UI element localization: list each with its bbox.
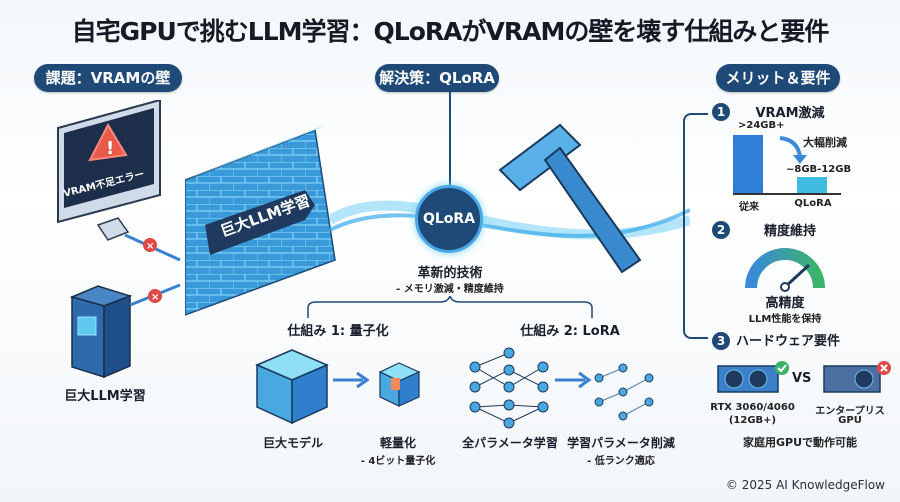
gauge-icon [745, 248, 825, 292]
hammer-icon [498, 123, 642, 274]
reduced-param-sub: - 低ランク適応 [587, 456, 655, 467]
vs-label: VS [792, 371, 812, 386]
chart-label-before: >24GB+ [738, 120, 785, 131]
arrow-right-icon [333, 371, 370, 389]
problem-section-pill: 課題：VRAMの壁 [34, 64, 182, 92]
merit-title-2: 精度維持 [763, 224, 816, 239]
blocked-icon [148, 289, 162, 303]
merit-number-3: 3 [712, 332, 730, 350]
connector-line [449, 92, 451, 192]
consumer-gpu-icon [717, 361, 789, 393]
enterprise-gpu-label: エンタープリス [815, 406, 885, 417]
arrow-right-icon [555, 371, 592, 389]
svg-text:!: ! [106, 138, 114, 159]
large-cube-icon [255, 349, 329, 425]
lightweight-label: 軽量化 [379, 436, 416, 450]
brace-connector [307, 296, 593, 318]
server-label: 巨大LLM学習 [64, 389, 146, 404]
merit-title-3: ハードウェア要件 [736, 334, 841, 349]
chart-label-qlora: ~8GB-12GB [786, 164, 852, 175]
curved-arrow-icon [779, 136, 807, 164]
brick-wall-icon [185, 125, 336, 316]
solution-caption: 革新的技術 [417, 266, 483, 281]
solution-caption-sub: - メモリ激減・精度維持 [396, 284, 504, 295]
footer-copyright: © 2025 AI KnowledgeFlow [725, 478, 885, 492]
reduced-param-label: 学習パラメータ削減 [567, 436, 675, 450]
mechanism1-title: 仕組み 1: 量子化 [287, 324, 389, 339]
gauge-sub: LLM性能を保持 [748, 314, 822, 325]
chart-bar-before [733, 135, 763, 193]
merit-number-1: 1 [712, 103, 730, 121]
blocked-icon [143, 238, 157, 252]
check-icon [775, 361, 789, 375]
consumer-gpu-label: RTX 3060/4060 [710, 402, 795, 413]
server-icon [69, 285, 133, 379]
full-param-label: 全パラメータ学習 [462, 436, 558, 450]
large-model-label: 巨大モデル [262, 436, 323, 450]
full-network-icon [469, 347, 549, 429]
warning-icon: ! [88, 122, 128, 162]
svg-text:×: × [151, 292, 159, 303]
enterprise-gpu-icon [823, 361, 891, 393]
merits-section-pill: メリット＆要件 [716, 64, 840, 92]
mechanism2-title: 仕組み 2: LoRA [520, 324, 620, 339]
merits-bracket [683, 113, 708, 339]
consumer-gpu-sub: (12GB+) [728, 415, 777, 426]
chart-annotation: 大幅削減 [803, 136, 847, 149]
lightweight-sub: - 4ビット量子化 [360, 456, 436, 467]
monitor-icon: ! [57, 100, 161, 241]
chart-bar-qlora [797, 177, 827, 193]
qlora-badge: QLoRA [415, 185, 483, 253]
small-cube-icon [378, 362, 421, 407]
chart-category-before: 従来 [739, 202, 759, 213]
enterprise-gpu-sub: GPU [838, 415, 862, 426]
chart-category-qlora: QLoRA [794, 198, 832, 209]
blocked-arrows: × × [124, 233, 181, 307]
svg-text:×: × [146, 241, 154, 252]
chart-axis [733, 193, 841, 195]
gauge-label: 高精度 [765, 296, 805, 311]
merit-title-1: VRAM激減 [755, 106, 825, 121]
solution-section-pill: 解決策：QLoRA [375, 64, 499, 92]
reduced-network-icon [594, 363, 654, 421]
hardware-note: 家庭用GPUで動作可能 [742, 436, 858, 449]
page-title: 自宅GPUで挑むLLM学習：QLoRAがVRAMの壁を壊す仕組みと要件 [71, 17, 830, 46]
merit-number-2: 2 [712, 221, 730, 239]
